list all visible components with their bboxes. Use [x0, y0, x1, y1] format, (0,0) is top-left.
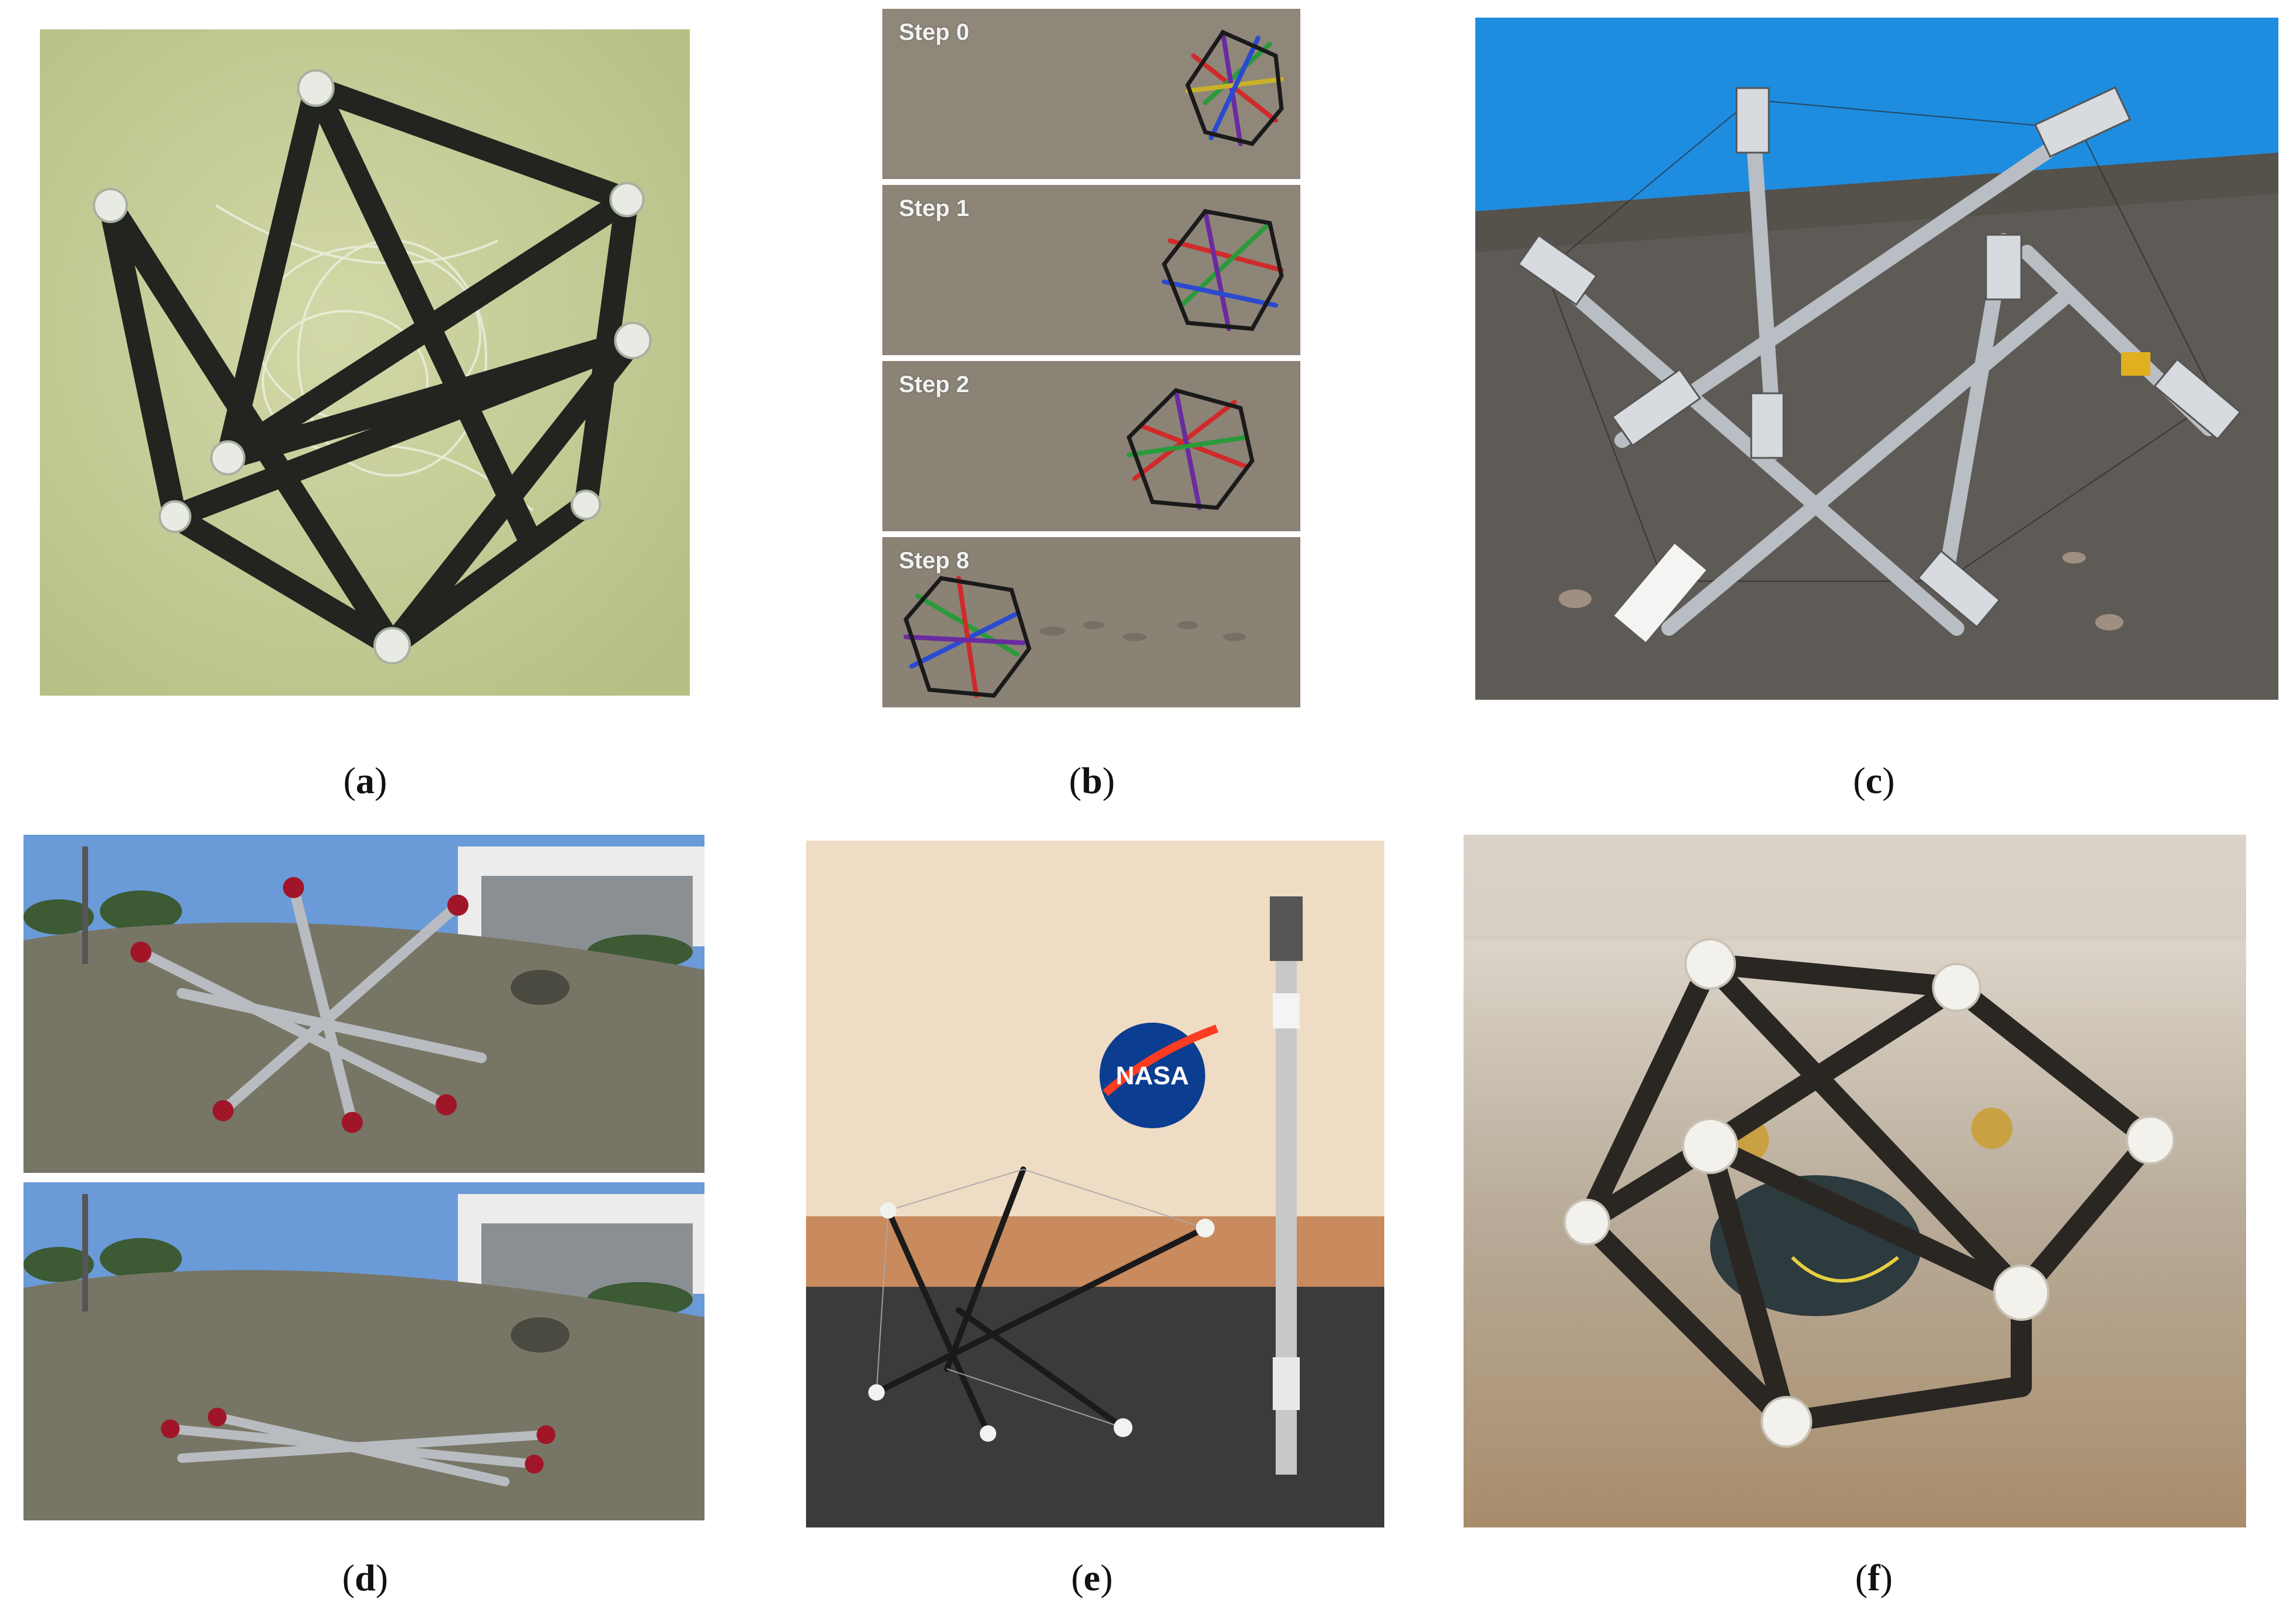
caption-d: (d) — [342, 1557, 389, 1598]
panel-b-sequence: Step 0 Step 1 Step 2 — [882, 9, 1300, 707]
sand-rover-frame — [882, 9, 1300, 179]
caption-b: (b) — [1068, 760, 1115, 801]
nasa-logo: NASA — [1100, 1023, 1219, 1128]
hill-collapsed-frame — [23, 1182, 704, 1520]
step-label: Step 8 — [899, 548, 970, 574]
caption-f: (f) — [1855, 1557, 1893, 1598]
hill-deployed-frame — [23, 835, 704, 1173]
wall-rover-photo: NASA — [806, 841, 1384, 1527]
sand-rover-frame — [882, 537, 1300, 707]
panel-c-photo — [1475, 18, 2278, 700]
tabletop-rover-photo — [1464, 835, 2246, 1527]
panel-d-photos — [23, 835, 704, 1520]
hillside-rover-photo — [1475, 18, 2278, 700]
step-8-frame: Step 8 — [882, 537, 1300, 707]
hill-rover-photo — [23, 835, 704, 1173]
step-label: Step 2 — [899, 372, 970, 397]
hill-rover-photo — [23, 1182, 704, 1520]
panel-a-photo — [40, 29, 690, 696]
tensegrity-ball-photo — [40, 29, 690, 696]
panel-f-photo — [1464, 835, 2246, 1527]
panel-e-photo: NASA — [806, 841, 1384, 1527]
caption-a: (a) — [343, 760, 387, 801]
step-0-frame: Step 0 — [882, 9, 1300, 179]
caption-e: (e) — [1071, 1557, 1113, 1598]
step-label: Step 1 — [899, 195, 970, 221]
svg-text:NASA: NASA — [1116, 1061, 1189, 1090]
step-label: Step 0 — [899, 19, 970, 45]
sand-rover-frame — [882, 185, 1300, 355]
step-2-frame: Step 2 — [882, 361, 1300, 531]
caption-c: (c) — [1853, 760, 1895, 801]
sand-rover-frame — [882, 361, 1300, 531]
step-1-frame: Step 1 — [882, 185, 1300, 355]
